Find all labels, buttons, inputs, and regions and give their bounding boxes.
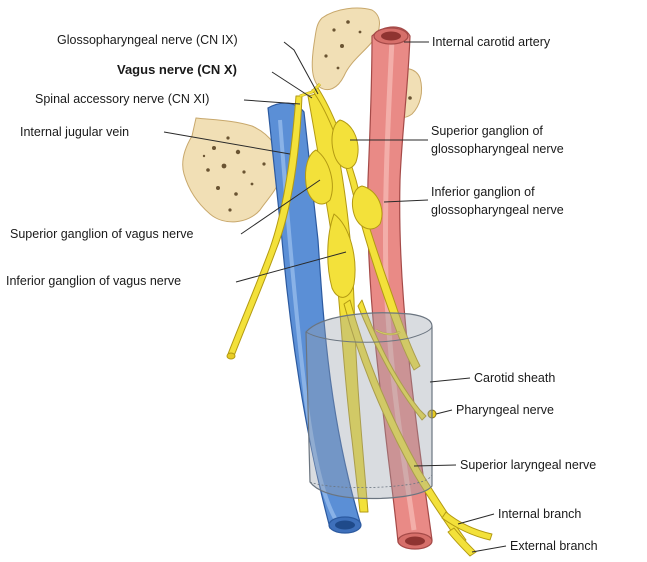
carotid-sheath (306, 313, 432, 499)
label-pharyngeal-nerve: Pharyngeal nerve (456, 403, 554, 417)
petrous-bone-fragment (312, 8, 379, 90)
label-carotid-sheath: Carotid sheath (474, 371, 555, 385)
label-inferior-ganglion-vagus: Inferior ganglion of vagus nerve (6, 274, 181, 288)
label-inferior-ganglion-glosso-line1: Inferior ganglion of (431, 185, 535, 199)
label-glossopharyngeal-nerve: Glossopharyngeal nerve (CN IX) (57, 33, 238, 47)
temporal-bone-fragment (183, 118, 282, 222)
label-internal-carotid-artery: Internal carotid artery (432, 35, 551, 49)
label-internal-jugular-vein: Internal jugular vein (20, 125, 129, 139)
label-superior-ganglion-glosso-line2: glossopharyngeal nerve (431, 142, 564, 156)
spinal-accessory-cut-end (227, 353, 235, 359)
label-spinal-accessory-nerve: Spinal accessory nerve (CN XI) (35, 92, 209, 106)
label-inferior-ganglion-glosso-line2: glossopharyngeal nerve (431, 203, 564, 217)
label-vagus-nerve: Vagus nerve (CN X) (117, 62, 237, 77)
label-external-branch: External branch (510, 539, 598, 553)
label-superior-ganglion-glosso-line1: Superior ganglion of (431, 124, 543, 138)
label-internal-branch: Internal branch (498, 507, 581, 521)
label-superior-laryngeal-nerve: Superior laryngeal nerve (460, 458, 596, 472)
label-superior-ganglion-vagus: Superior ganglion of vagus nerve (10, 227, 194, 241)
